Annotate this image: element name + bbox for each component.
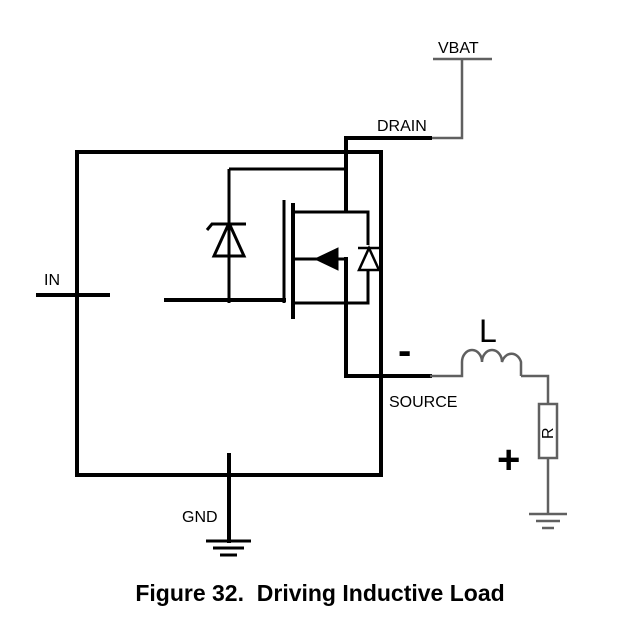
gnd-ground-icon [206,539,251,557]
resistor-label: R [540,427,557,439]
drain-lead [344,136,432,212]
in-label: IN [44,272,60,289]
vbat-wire [430,59,464,140]
load-wire-top [521,374,550,404]
drain-label: DRAIN [377,118,427,135]
plus-sign: + [497,438,520,482]
source-lead [344,257,432,378]
body-arrow-icon [313,247,339,271]
minus-sign: - [398,329,411,373]
load-ground-icon [529,512,567,530]
channel-source-wire [293,270,370,305]
body-diode-icon [357,244,381,272]
figure-caption: Figure 32. Driving Inductive Load [135,580,504,606]
gnd-label: GND [182,509,218,526]
source-label: SOURCE [389,394,457,411]
vbat-label: VBAT [438,40,479,57]
channel-drain-wire [293,210,370,245]
inductor-label: L [479,313,497,349]
inductor-coil-icon [430,348,523,378]
zener-diode-icon [205,219,247,258]
